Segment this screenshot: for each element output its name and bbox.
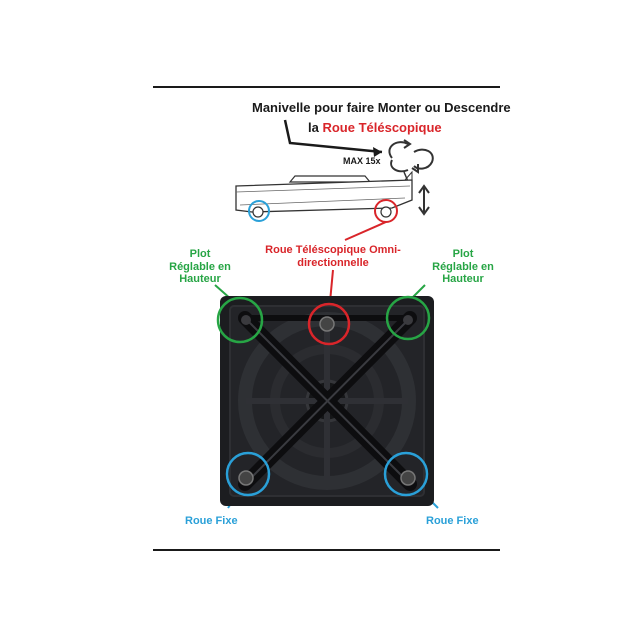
base-bottom-photo	[220, 296, 434, 506]
highlight-circles	[216, 295, 431, 497]
plot-right-line3: Hauteur	[442, 273, 484, 286]
crank-caption-prefix: la	[308, 120, 323, 135]
plot-right-line2: Réglable en	[432, 260, 494, 273]
crank-arrow-icon	[283, 119, 383, 157]
plot-left-line3: Hauteur	[179, 273, 221, 286]
fixed-wheel-right-label: Roue Fixe	[426, 515, 479, 527]
plot-right-label: Plot Réglable en Hauteur	[418, 248, 508, 286]
telescopic-line1: Roue Téléscopique Omni-	[265, 244, 401, 256]
crank-caption-line2: la Roue Téléscopique	[308, 120, 442, 136]
crank-caption-line1: Manivelle pour faire Monter ou Descendre	[252, 100, 511, 115]
top-rule	[153, 86, 500, 88]
plot-left-line2: Réglable en	[169, 260, 231, 273]
up-down-arrow-icon	[418, 184, 430, 216]
side-view-base	[235, 170, 413, 223]
plot-right-line1: Plot	[452, 248, 474, 260]
max-turns-label: MAX 15x	[343, 156, 381, 166]
fixed-wheel-left-label: Roue Fixe	[185, 515, 238, 527]
plot-left-label: Plot Réglable en Hauteur	[155, 248, 245, 286]
bottom-rule	[153, 549, 500, 551]
plot-left-line1: Plot	[189, 248, 211, 260]
crank-caption-highlight: Roue Téléscopique	[322, 120, 442, 135]
telescopic-wheel-label: Roue Téléscopique Omni- directionnelle	[258, 244, 408, 269]
telescopic-line2: directionnelle	[297, 256, 369, 269]
rotate-arrows-icon	[388, 139, 434, 187]
